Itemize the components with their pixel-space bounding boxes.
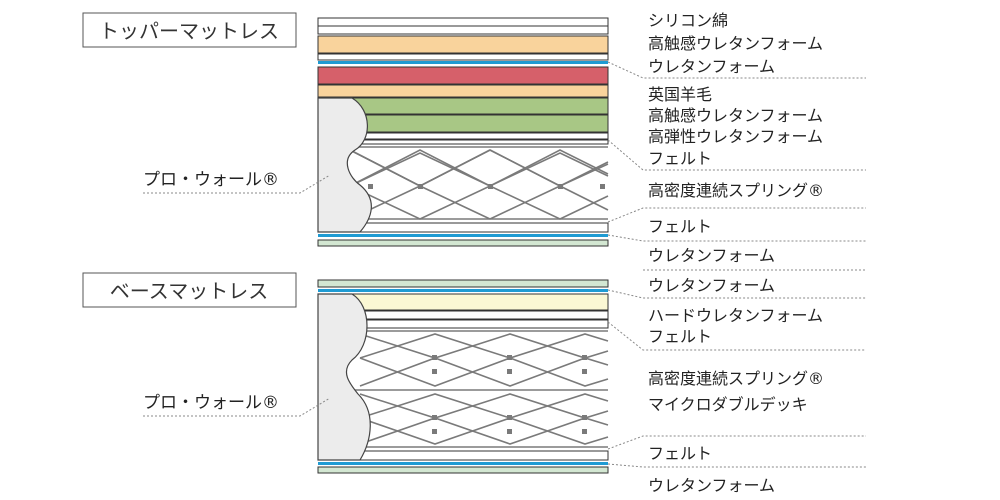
layer-silicone-1 bbox=[317, 17, 609, 27]
layer-blue-line bbox=[318, 61, 608, 64]
layer-wool bbox=[317, 66, 609, 85]
base-prowall-label: プロ・ウォール® bbox=[143, 393, 279, 413]
base-label-1: ウレタンフォーム bbox=[648, 276, 775, 295]
topper-label-10: ウレタンフォーム bbox=[648, 246, 775, 265]
base-label-3: フェルト bbox=[648, 327, 712, 346]
spring-zone-base bbox=[318, 329, 609, 450]
topper-label-7: フェルト bbox=[648, 149, 712, 168]
base-label-6: フェルト bbox=[648, 444, 712, 463]
topper-prowall-label: プロ・ウォール® bbox=[143, 170, 279, 190]
prowall-top bbox=[317, 97, 372, 233]
topper-label-1: シリコン綿 bbox=[648, 11, 728, 30]
base-label-5: マイクロダブルデッキ bbox=[648, 395, 808, 414]
layer-silicone-2 bbox=[317, 25, 609, 35]
base-label-2: ハードウレタンフォーム bbox=[648, 306, 823, 325]
layer-high-touch-foam-2 bbox=[317, 84, 609, 98]
topper-label-4: 英国羊毛 bbox=[648, 85, 712, 104]
topper-label-3: ウレタンフォーム bbox=[648, 57, 775, 76]
layer-blue-line-bottom bbox=[318, 234, 608, 237]
base-mattress: ベースマットレス bbox=[82, 272, 866, 495]
topper-title-box bbox=[82, 12, 297, 48]
topper-label-6: 高弾性ウレタンフォーム bbox=[648, 127, 823, 146]
base-title: ベースマットレス bbox=[110, 279, 268, 303]
layer-high-touch-foam bbox=[317, 35, 609, 54]
base-layer-blue-bottom bbox=[318, 462, 608, 465]
topper-label-2: 高触感ウレタンフォーム bbox=[648, 34, 823, 53]
base-layer-blue-top bbox=[318, 289, 608, 292]
layer-bottom-foam bbox=[317, 239, 609, 247]
base-layer-foam-top bbox=[317, 279, 609, 288]
base-label-7: ウレタンフォーム bbox=[648, 476, 775, 495]
topper-title: トッパーマットレス bbox=[99, 19, 279, 43]
topper-mattress: トッパーマットレス bbox=[82, 11, 866, 271]
prowall-base bbox=[317, 293, 371, 461]
topper-label-5: 高触感ウレタンフォーム bbox=[648, 106, 823, 125]
base-title-box bbox=[82, 272, 297, 308]
base-label-4: 高密度連続スプリング® bbox=[648, 369, 824, 388]
layer-foam-thin bbox=[317, 53, 609, 61]
base-layer-foam-bottom bbox=[317, 466, 609, 474]
topper-label-8: 高密度連続スプリング® bbox=[648, 181, 824, 200]
topper-label-9: フェルト bbox=[648, 217, 712, 236]
